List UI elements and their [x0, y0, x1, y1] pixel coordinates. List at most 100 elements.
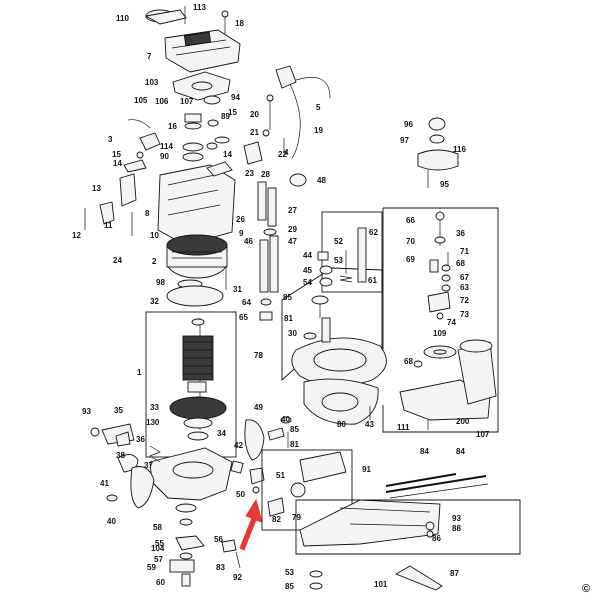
part-number-label: 110	[116, 14, 129, 23]
part-number-label: 4	[284, 148, 289, 157]
bearing-89	[184, 113, 202, 123]
part-number-label: 21	[250, 128, 259, 137]
part-number-label: 83	[216, 563, 225, 572]
part-number-label: 44	[303, 251, 312, 260]
column-46	[259, 239, 269, 293]
fence-bracket-91	[299, 451, 347, 483]
part-number-label: 95	[440, 180, 449, 189]
part-number-label: 52	[334, 237, 343, 246]
part-number-label: 8	[145, 209, 150, 218]
part-number-label: 66	[406, 216, 415, 225]
part-number-label: 7	[147, 52, 152, 61]
part-number-label: 26	[236, 215, 245, 224]
part-number-label: 13	[92, 184, 101, 193]
part-number-label: 93	[452, 514, 461, 523]
part-number-label: 70	[406, 237, 415, 246]
part-number-label: 93	[82, 407, 91, 416]
part-number-label: 30	[288, 329, 297, 338]
part-number-label: 61	[368, 276, 377, 285]
motor-housing	[157, 161, 236, 246]
collet-56	[175, 535, 205, 551]
part-number-label: 55	[155, 539, 164, 548]
plate-103	[172, 71, 231, 101]
part-number-label: 22	[278, 150, 287, 159]
part-number-label: 5	[316, 103, 321, 112]
part-number-label: 46	[244, 237, 253, 246]
part-number-label: 16	[168, 122, 177, 131]
part-number-label: 85	[290, 425, 299, 434]
part-number-label: 114	[160, 142, 173, 151]
part-number-label: 81	[290, 440, 299, 449]
part-number-label: 20	[250, 110, 259, 119]
part-number-label: 82	[272, 515, 281, 524]
part-number-label: 101	[374, 580, 388, 589]
stator-2	[166, 234, 228, 279]
part-number-label: 73	[460, 310, 469, 319]
spindle-59	[169, 559, 195, 573]
part-number-label: 98	[156, 278, 165, 287]
part-number-label: 91	[362, 465, 371, 474]
part-number-label: 53	[334, 256, 343, 265]
part-number-label: 59	[147, 563, 156, 572]
cap-94	[203, 95, 221, 105]
dust-adapter-107	[399, 339, 497, 421]
part-number-label: 105	[134, 96, 148, 105]
part-number-label: 64	[242, 298, 251, 307]
part-number-label: 62	[369, 228, 378, 237]
part-number-label: 2	[152, 257, 157, 266]
part-number-label: 103	[145, 78, 159, 87]
part-number-label: 94	[231, 93, 240, 102]
part-number-label: 107	[180, 97, 194, 106]
part-number-label: 33	[150, 403, 159, 412]
part-number-label: 130	[146, 418, 160, 427]
part-number-label: 3	[108, 135, 113, 144]
part-number-label: 36	[136, 435, 145, 444]
part-number-label: 27	[288, 206, 297, 215]
power-cord-5	[275, 65, 331, 159]
fan-baffle-32	[166, 285, 224, 307]
part-number-label: 42	[234, 441, 243, 450]
part-number-label: 200	[456, 417, 470, 426]
top-cap-110	[144, 9, 187, 25]
part-number-label: 54	[303, 278, 312, 287]
part-number-label: 14	[113, 159, 122, 168]
part-number-label: 45	[303, 266, 312, 275]
handle-41	[130, 466, 155, 509]
fence-frame	[382, 207, 499, 433]
part-number-label: 92	[233, 573, 242, 582]
part-number-label: 1	[137, 368, 142, 377]
part-number-label: 63	[460, 283, 469, 292]
subbase-frame	[281, 267, 383, 382]
part-number-label: 60	[156, 578, 165, 587]
part-number-label: 68	[404, 357, 413, 366]
wrench-101	[394, 565, 443, 591]
part-number-label: 69	[406, 255, 415, 264]
part-number-label: 89	[221, 112, 230, 121]
part-number-label: 68	[456, 259, 465, 268]
part-number-label: 97	[400, 136, 409, 145]
part-number-label: 65	[239, 313, 248, 322]
part-number-label: 36	[456, 229, 465, 238]
part-number-label: 38	[116, 451, 125, 460]
part-number-label: 87	[450, 569, 459, 578]
part-number-label: 90	[160, 152, 169, 161]
part-number-label: 88	[452, 524, 461, 533]
part-number-label: 40	[281, 415, 290, 424]
parallel-fence-frame	[295, 499, 521, 555]
part-number-label: 58	[153, 523, 162, 532]
part-number-label: 81	[284, 314, 293, 323]
part-116	[417, 149, 459, 171]
part-number-label: 28	[261, 170, 270, 179]
part-number-label: 43	[365, 420, 374, 429]
part-number-label: 71	[460, 247, 469, 256]
part-number-label: 9	[239, 229, 244, 238]
part-number-label: 107	[476, 430, 490, 439]
part-number-label: 31	[233, 285, 242, 294]
part-number-label: 12	[72, 231, 81, 240]
copyright-mark: ©	[582, 583, 590, 595]
part-number-label: 40	[107, 517, 116, 526]
part-number-label: 53	[285, 568, 294, 577]
subbase-78	[291, 337, 387, 387]
